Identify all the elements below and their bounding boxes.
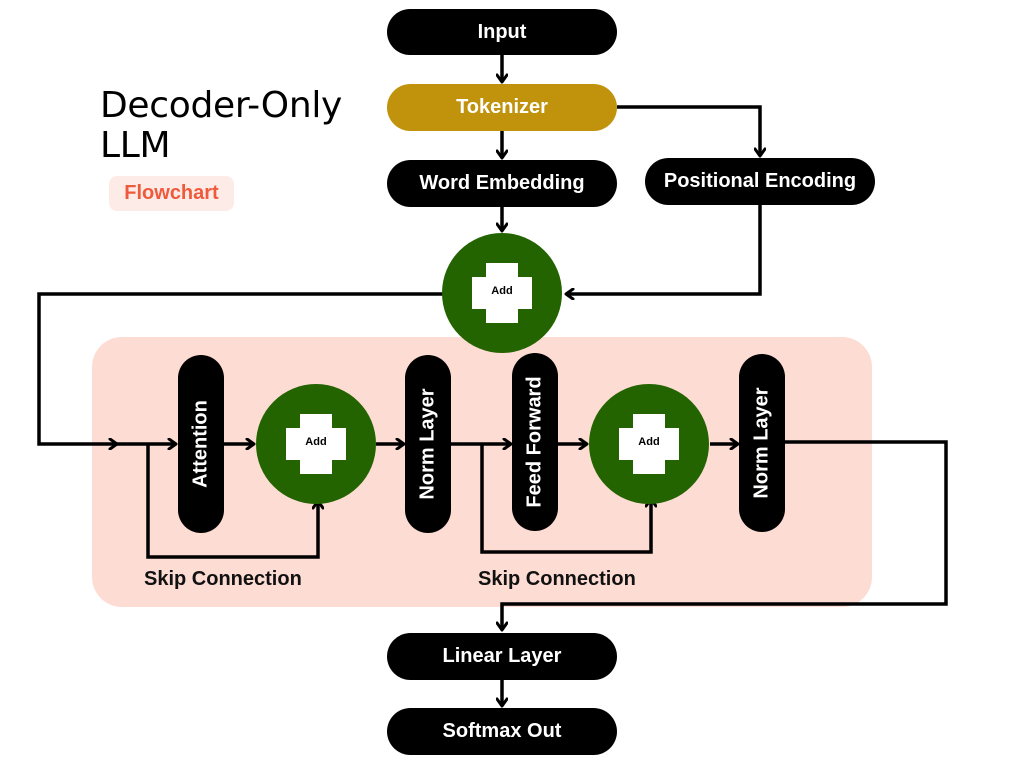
attention-node[interactable]: Attention: [178, 355, 224, 533]
add-label: Add: [305, 436, 327, 448]
add-embedding-node[interactable]: Add: [442, 233, 562, 353]
edge-skip-1: [146, 444, 318, 559]
linear-layer-node[interactable]: Linear Layer: [387, 633, 617, 680]
feed-forward-node[interactable]: Feed Forward: [512, 353, 558, 531]
edge-norm2-linear: [502, 440, 948, 630]
positional-encoding-node[interactable]: Positional Encoding: [645, 158, 875, 205]
edge-add-block-input: [37, 292, 443, 444]
add-node-1[interactable]: Add: [256, 384, 376, 504]
skip-connection-label-2: Skip Connection: [478, 568, 636, 590]
plus-icon-bar: [619, 428, 679, 460]
edge-tokenizer-positional: [617, 105, 760, 156]
norm-layer-node-2[interactable]: Norm Layer: [739, 354, 785, 532]
norm-layer-label-1: Norm Layer: [416, 388, 439, 500]
plus-icon-bar: [286, 428, 346, 460]
diagram-title: Decoder-Only LLM: [100, 86, 342, 166]
edge-skip-2: [480, 444, 651, 554]
skip-connection-label-1: Skip Connection: [144, 568, 302, 590]
plus-icon-bar: [472, 277, 532, 309]
norm-layer-node-1[interactable]: Norm Layer: [405, 355, 451, 533]
word-embedding-node[interactable]: Word Embedding: [387, 160, 617, 207]
add-node-2[interactable]: Add: [589, 384, 709, 504]
softmax-out-node[interactable]: Softmax Out: [387, 708, 617, 755]
add-label: Add: [638, 436, 660, 448]
edge-positional-add: [566, 205, 762, 294]
title-line-2: LLM: [100, 125, 171, 166]
input-node[interactable]: Input: [387, 9, 617, 55]
norm-layer-label-2: Norm Layer: [750, 387, 773, 499]
attention-label: Attention: [189, 400, 212, 488]
title-line-1: Decoder-Only: [100, 85, 343, 126]
feed-forward-label: Feed Forward: [523, 376, 546, 508]
flowchart-badge: Flowchart: [109, 176, 234, 211]
add-label: Add: [491, 285, 513, 297]
tokenizer-node[interactable]: Tokenizer: [387, 84, 617, 131]
